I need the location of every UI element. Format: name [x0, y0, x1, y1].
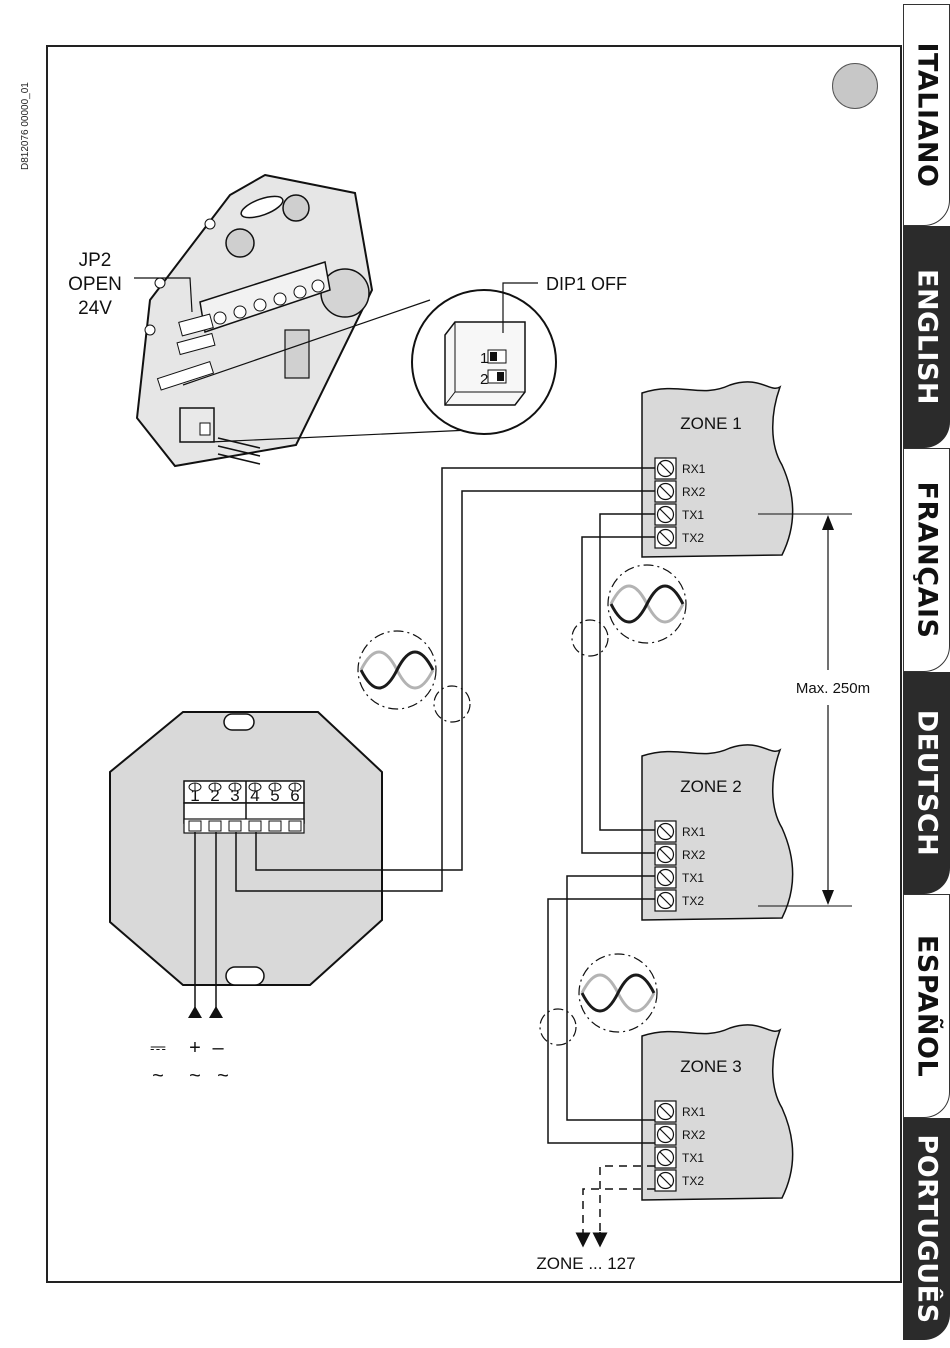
jp2-voltage-label: 24V	[78, 298, 112, 319]
zone-title: ZONE 3	[680, 1057, 741, 1076]
terminal-label: RX2	[682, 485, 706, 499]
tab-espanol[interactable]: ESPAÑOL	[903, 894, 950, 1118]
terminal-label: RX2	[682, 1128, 706, 1142]
twisted-pair-detail	[572, 565, 686, 656]
tab-portugues[interactable]: PORTUGUÊS	[903, 1118, 950, 1340]
max-distance-label: Max. 250m	[796, 680, 870, 697]
terminal-label: TX2	[682, 531, 704, 545]
terminal-label: TX2	[682, 894, 704, 908]
terminal-label: RX1	[682, 462, 706, 476]
terminal-label: RX1	[682, 825, 706, 839]
dc-symbol: ⎓	[150, 1037, 166, 1059]
control-board	[137, 175, 372, 466]
ac-symbol: ~	[152, 1065, 164, 1087]
twisted-pair-detail	[358, 631, 470, 722]
dip-pin-1: 1	[480, 350, 488, 367]
twisted-pair-detail	[540, 954, 657, 1045]
tab-deutsch[interactable]: DEUTSCH	[903, 672, 950, 894]
dip1-label: DIP1 OFF	[546, 274, 627, 294]
dip-pin-2: 2	[480, 371, 488, 388]
terminal-label: TX2	[682, 1174, 704, 1188]
ac-symbol: ~	[217, 1065, 229, 1087]
plus-symbol: +	[189, 1037, 201, 1059]
ac-symbol: ~	[189, 1065, 201, 1087]
terminal-label: RX1	[682, 1105, 706, 1119]
jp2-open-label: OPEN	[68, 274, 122, 295]
tab-francais[interactable]: FRANÇAIS	[903, 448, 950, 672]
minus-symbol: –	[212, 1037, 224, 1059]
mounting-slot	[226, 967, 264, 985]
dip-switch: 1 2	[445, 322, 525, 405]
terminal-label: RX2	[682, 848, 706, 862]
zone-title: ZONE 1	[680, 414, 741, 433]
more-zones-label: ZONE ... 127	[536, 1254, 635, 1273]
terminal-label: TX1	[682, 1151, 704, 1165]
terminal-label: TX1	[682, 508, 704, 522]
jp2-label: JP2	[79, 250, 112, 271]
tab-italiano[interactable]: ITALIANO	[903, 4, 950, 226]
language-tabs: ITALIANO ENGLISH FRANÇAIS DEUTSCH ESPAÑO…	[903, 0, 950, 1348]
tab-english[interactable]: ENGLISH	[903, 226, 950, 448]
terminal-label: TX1	[682, 871, 704, 885]
mounting-slot	[224, 714, 254, 730]
zone-title: ZONE 2	[680, 777, 741, 796]
